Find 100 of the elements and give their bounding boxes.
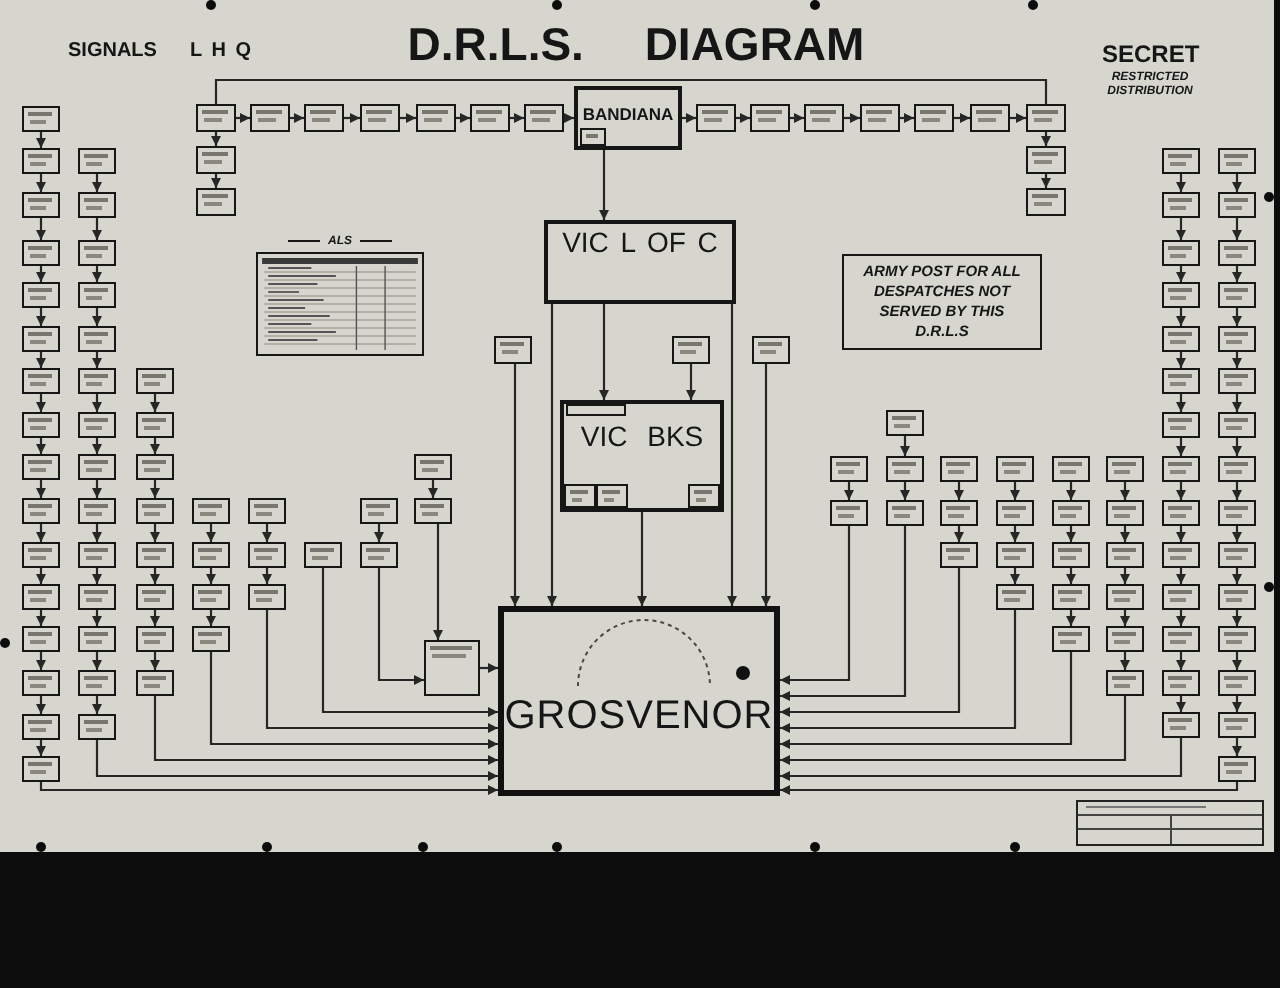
small-box <box>1218 626 1256 652</box>
arrow <box>1232 266 1242 282</box>
header-label: L H Q <box>190 42 253 62</box>
small-box <box>196 104 236 132</box>
arrow <box>36 696 46 714</box>
small-box <box>22 368 60 394</box>
small-box <box>78 542 116 568</box>
small-box <box>1052 584 1090 610</box>
small-box <box>1162 456 1200 482</box>
small-box <box>416 104 456 132</box>
data-table <box>256 232 424 356</box>
small-box <box>1162 192 1200 218</box>
arrow <box>682 113 696 123</box>
small-box <box>470 104 510 132</box>
small-box <box>136 626 174 652</box>
arrow <box>1066 610 1076 626</box>
small-box <box>1162 240 1200 266</box>
small-box <box>22 326 60 352</box>
arrow <box>36 218 46 240</box>
arrow <box>1041 174 1051 188</box>
small-box <box>1052 500 1090 526</box>
small-box <box>1052 456 1090 482</box>
diagram-title: D.R.L.S. DIAGRAM <box>405 22 867 68</box>
small-box <box>1162 670 1200 696</box>
arrow <box>36 610 46 626</box>
arrow <box>150 524 160 542</box>
small-box <box>22 240 60 266</box>
small-box <box>22 106 60 132</box>
arrow <box>374 524 384 542</box>
small-box <box>1026 188 1066 216</box>
small-box <box>564 484 596 508</box>
small-box <box>1026 104 1066 132</box>
arrow <box>1041 132 1051 146</box>
node-label: GROSVENOR <box>504 696 774 742</box>
arrow <box>480 663 498 673</box>
small-box <box>804 104 844 132</box>
arrow <box>236 113 250 123</box>
small-box <box>696 104 736 132</box>
arrow <box>150 394 160 412</box>
arrow <box>344 113 360 123</box>
arrow <box>206 568 216 584</box>
small-box <box>78 670 116 696</box>
arrow <box>1232 482 1242 500</box>
small-box <box>1218 282 1256 308</box>
arrow <box>1232 610 1242 626</box>
small-box <box>830 456 868 482</box>
arrow <box>790 113 804 123</box>
arrow <box>780 652 1073 749</box>
arrow <box>780 526 851 685</box>
arrow <box>1176 526 1186 542</box>
labelled-box <box>544 220 736 304</box>
arrow <box>1232 696 1242 712</box>
small-box <box>1106 584 1144 610</box>
arrow <box>954 482 964 500</box>
small-box <box>1218 148 1256 174</box>
arrow <box>92 352 102 368</box>
small-box <box>360 498 398 524</box>
arrow <box>150 610 160 626</box>
arrow <box>1232 568 1242 584</box>
small-box <box>22 670 60 696</box>
small-box <box>1162 542 1200 568</box>
arrow <box>1176 266 1186 282</box>
small-box <box>750 104 790 132</box>
arrow <box>92 524 102 542</box>
arrow <box>206 610 216 626</box>
arrow <box>92 568 102 584</box>
small-box <box>940 542 978 568</box>
arrow <box>1176 218 1186 240</box>
small-box <box>886 456 924 482</box>
arrow <box>150 652 160 670</box>
arrow <box>637 512 647 606</box>
arrow <box>1232 218 1242 240</box>
small-box <box>22 412 60 438</box>
arrow <box>265 610 498 733</box>
arrow <box>211 132 221 146</box>
arrow <box>36 438 46 454</box>
small-box <box>136 670 174 696</box>
small-box <box>1162 368 1200 394</box>
small-box <box>996 500 1034 526</box>
arrow <box>1176 438 1186 456</box>
small-box <box>248 542 286 568</box>
small-box <box>360 542 398 568</box>
small-box <box>1218 542 1256 568</box>
arrow <box>1176 696 1186 712</box>
small-box <box>1218 192 1256 218</box>
arrow <box>727 304 737 606</box>
node-label: VIC BKS <box>580 422 704 456</box>
small-box <box>830 500 868 526</box>
labelled-box <box>560 400 724 512</box>
arrow <box>1232 652 1242 670</box>
small-box <box>1218 368 1256 394</box>
small-box <box>136 498 174 524</box>
arrow <box>92 394 102 412</box>
small-box <box>970 104 1010 132</box>
arrow <box>92 610 102 626</box>
small-box <box>22 498 60 524</box>
arrow <box>433 524 443 640</box>
arrow <box>1066 526 1076 542</box>
arrow <box>1010 526 1020 542</box>
arrow <box>36 740 46 756</box>
